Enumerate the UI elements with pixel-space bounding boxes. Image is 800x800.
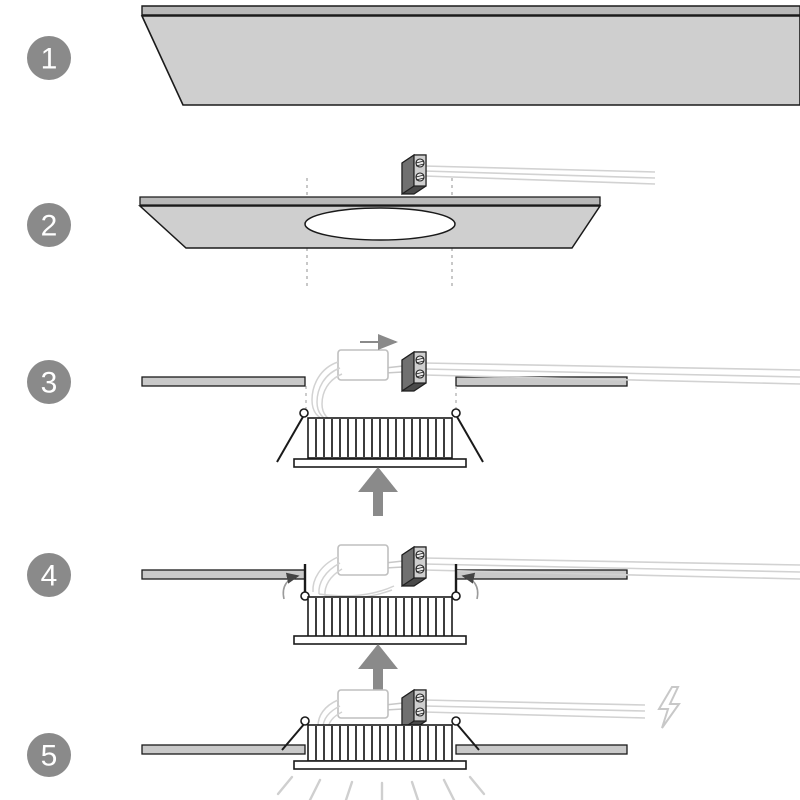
step-badges: 1 2 3 4 5 [27,36,71,777]
terminal-block-3 [401,350,427,393]
ceiling-hole [304,207,456,241]
heatsink-body-3 [307,417,453,459]
step-badge-1: 1 [27,36,71,80]
trim-flange-3 [293,458,467,468]
spring-clip-left-4 [282,564,310,601]
spring-clip-left-5 [281,716,310,751]
mains-wires-3 [423,362,800,385]
trim-flange-5 [293,760,467,770]
step-badge-4-label: 4 [41,560,58,593]
step-badge-5-label: 5 [41,740,58,773]
heatsink-body-4 [307,596,453,638]
push-up-arrow-3 [358,467,398,516]
ceiling-slab-left-4 [141,569,306,580]
step-2-illustration [138,153,656,286]
step-4-illustration [141,544,800,693]
lightning-bolt-icon [657,686,681,729]
push-up-arrow-4 [358,644,398,693]
mains-wires-4 [423,557,800,580]
spring-clip-left-3 [276,408,309,463]
step-badge-4: 4 [27,553,71,597]
led-driver-5 [337,689,389,719]
ceiling-slab-right-5 [455,744,628,755]
panel-top-edge [141,5,800,16]
mains-wires-5 [423,699,646,719]
heatsink-body-5 [307,724,453,762]
step-badge-1-label: 1 [41,43,58,76]
terminal-block-5 [401,688,427,731]
ceiling-slab-left-3 [141,376,306,387]
ceiling-slab-right-3 [455,376,628,387]
spring-clip-right-4 [451,564,479,601]
ceiling-slab-left-5 [141,744,306,755]
panel-face [140,15,800,106]
trim-flange-4 [293,635,467,645]
step-badge-2: 2 [27,203,71,247]
terminal-block-4 [401,545,427,588]
step-1-illustration [140,5,800,106]
terminal-block-2 [401,153,427,196]
spring-clip-right-5 [451,716,480,751]
mains-wires-2 [423,165,656,185]
step-badge-3-label: 3 [41,367,58,400]
led-driver-3 [337,349,389,381]
led-driver-4 [337,544,389,576]
alignment-guides-3 [305,386,457,415]
step-badge-5: 5 [27,733,71,777]
light-rays [276,775,486,800]
step-3-illustration [141,334,800,516]
step-badge-2-label: 2 [41,210,58,243]
step-badge-3: 3 [27,360,71,404]
ceiling-top-edge-2 [139,196,601,206]
step-5-illustration [141,686,681,800]
spring-clip-right-3 [451,408,484,463]
